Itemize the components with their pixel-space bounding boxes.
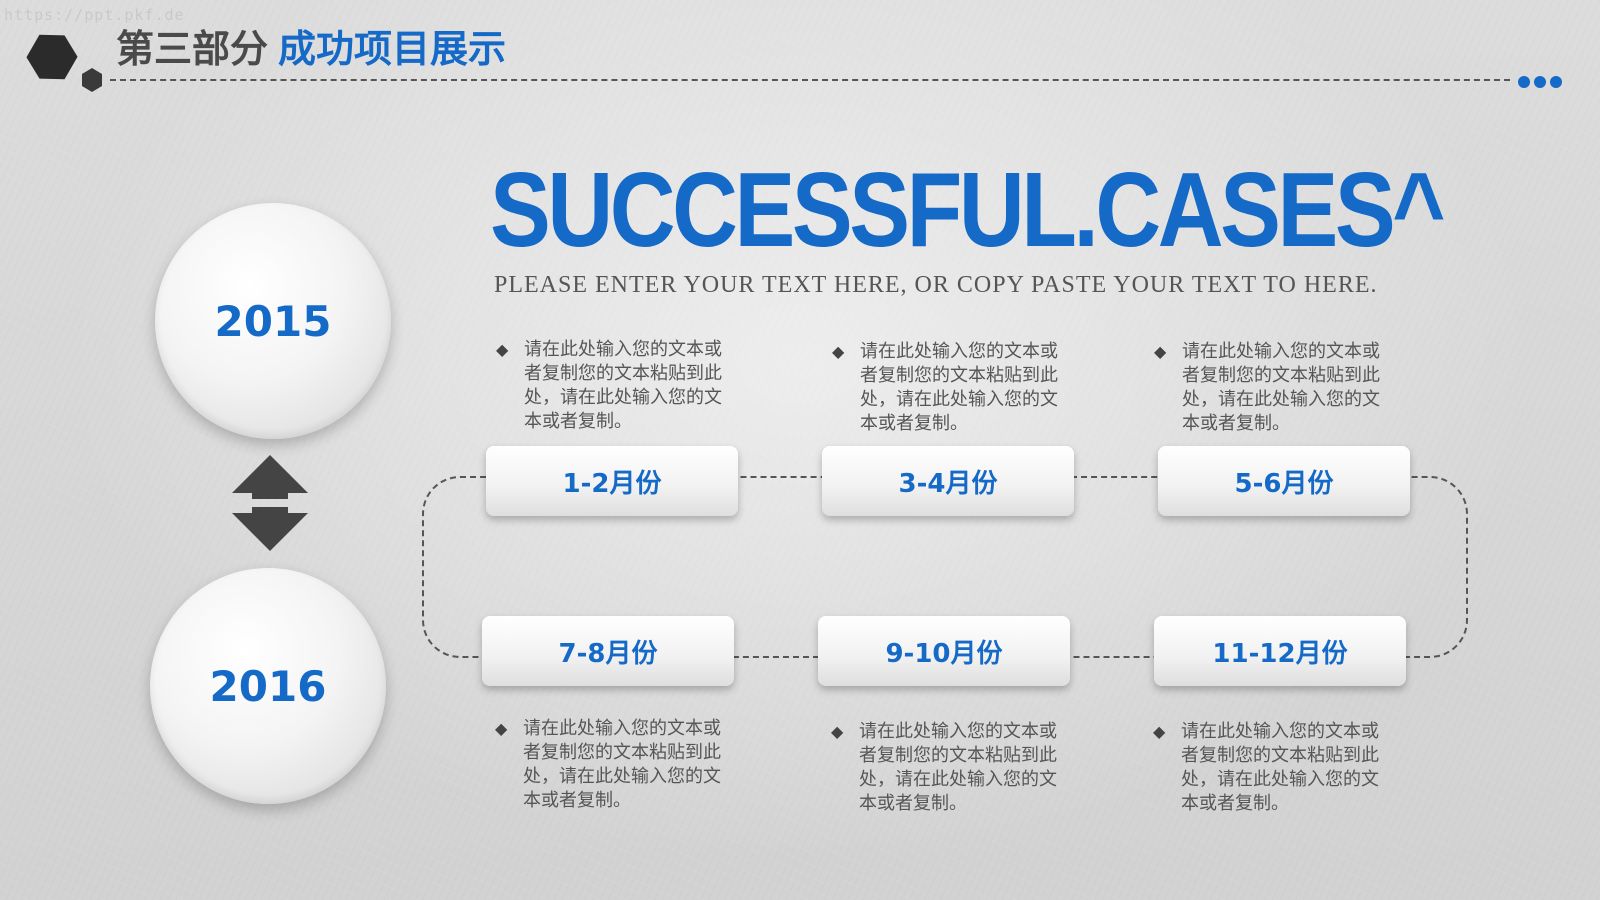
- up-down-arrow-icon: [232, 455, 308, 551]
- month-card-3: 5-6月份: [1158, 446, 1410, 516]
- description-text: 请在此处输入您的文本或者复制您的文本粘贴到此处，请在此处输入您的文本或者复制。: [1182, 341, 1380, 434]
- description-text: 请在此处输入您的文本或者复制您的文本粘贴到此处，请在此处输入您的文本或者复制。: [1181, 721, 1379, 814]
- description-4: ◆ 请在此处输入您的文本或者复制您的文本粘贴到此处，请在此处输入您的文本或者复制…: [495, 717, 735, 813]
- headline: SUCCESSFUL.CASES^: [490, 151, 1446, 269]
- description-5: ◆ 请在此处输入您的文本或者复制您的文本粘贴到此处，请在此处输入您的文本或者复制…: [831, 720, 1071, 816]
- header-divider: [110, 79, 1510, 81]
- diamond-bullet-icon: ◆: [832, 342, 845, 361]
- diamond-bullet-icon: ◆: [1153, 722, 1166, 741]
- diamond-bullet-icon: ◆: [1154, 342, 1167, 361]
- section-title: 第三部分成功项目展示: [116, 22, 506, 76]
- watermark-text: https://ppt.pkf.de: [4, 6, 185, 24]
- section-subtitle: 成功项目展示: [278, 27, 507, 71]
- diamond-bullet-icon: ◆: [831, 722, 844, 741]
- month-card-2: 3-4月份: [822, 446, 1074, 516]
- month-card-4: 7-8月份: [482, 616, 734, 686]
- description-text: 请在此处输入您的文本或者复制您的文本粘贴到此处，请在此处输入您的文本或者复制。: [524, 339, 722, 432]
- description-text: 请在此处输入您的文本或者复制您的文本粘贴到此处，请在此处输入您的文本或者复制。: [859, 721, 1057, 814]
- tagline: PLEASE ENTER YOUR TEXT HERE, OR COPY PAS…: [494, 272, 1378, 298]
- diamond-bullet-icon: ◆: [495, 719, 508, 738]
- description-1: ◆ 请在此处输入您的文本或者复制您的文本粘贴到此处，请在此处输入您的文本或者复制…: [496, 338, 736, 434]
- description-6: ◆ 请在此处输入您的文本或者复制您的文本粘贴到此处，请在此处输入您的文本或者复制…: [1153, 720, 1393, 816]
- month-card-5: 9-10月份: [818, 616, 1070, 686]
- description-2: ◆ 请在此处输入您的文本或者复制您的文本粘贴到此处，请在此处输入您的文本或者复制…: [832, 340, 1072, 436]
- year-circle-2016: 2016: [150, 568, 386, 804]
- year-circle-2015: 2015: [155, 203, 391, 439]
- description-text: 请在此处输入您的文本或者复制您的文本粘贴到此处，请在此处输入您的文本或者复制。: [860, 341, 1058, 434]
- hexagon-logo-icon: [26, 34, 102, 92]
- header-dots-icon: [1518, 73, 1578, 88]
- description-text: 请在此处输入您的文本或者复制您的文本粘贴到此处，请在此处输入您的文本或者复制。: [523, 718, 721, 811]
- description-3: ◆ 请在此处输入您的文本或者复制您的文本粘贴到此处，请在此处输入您的文本或者复制…: [1154, 340, 1394, 436]
- month-card-6: 11-12月份: [1154, 616, 1406, 686]
- month-card-1: 1-2月份: [486, 446, 738, 516]
- section-number: 第三部分: [116, 27, 269, 71]
- diamond-bullet-icon: ◆: [496, 340, 509, 359]
